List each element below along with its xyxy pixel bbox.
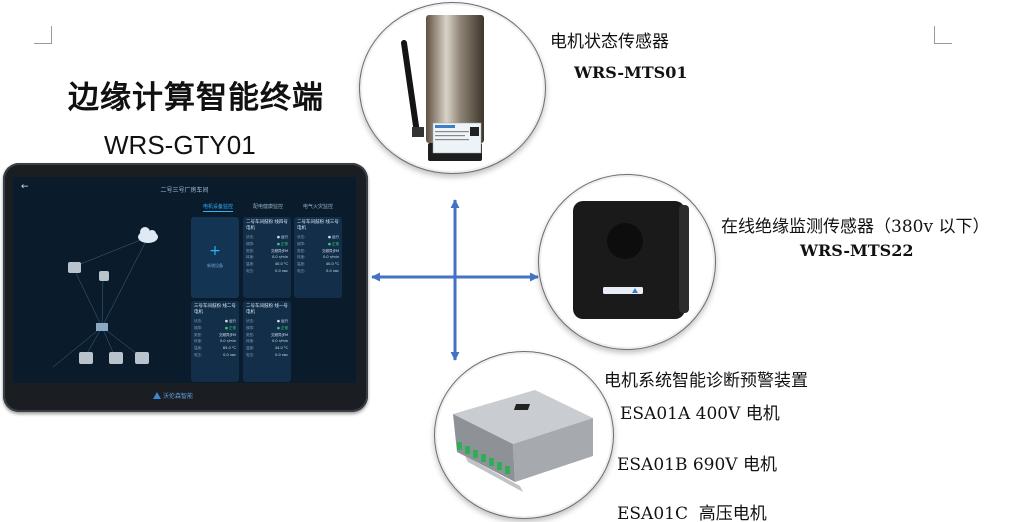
card-row: 温度:40.0 °C — [297, 262, 339, 267]
insulation-sensor-photo — [538, 174, 716, 350]
tab-fire-monitor[interactable]: 电气火灾监控 — [303, 204, 334, 210]
card-row: 电压:0.0 vac — [297, 268, 339, 273]
card-row: 状态:● 运行 — [194, 319, 236, 323]
edge-terminal-name: 边缘计算智能终端 — [68, 80, 324, 116]
insulation-sensor-name: 在线绝缘监测传感器（380v 以下） — [721, 217, 990, 237]
card-row: 电压:0.0 vac — [246, 268, 288, 273]
edge-terminal-model: WRS-GTY01 — [104, 130, 256, 160]
tab-motor-monitor[interactable]: 电机设备监控 — [203, 204, 234, 212]
motor-card[interactable]: 二号车间鼓粉 线一号电机 状态:● 运行 故障:● 正常 类型:交频异步M 转速… — [243, 301, 291, 382]
card-row: 故障:● 正常 — [297, 241, 339, 246]
motor-card[interactable]: 三号车间鼓粉 线二号电机 状态:● 运行 故障:● 正常 类型:交频异步M 转速… — [191, 301, 239, 382]
card-row: 转速:0.0 r/min — [246, 339, 288, 344]
card-row: 温度:44.0 °C — [246, 346, 288, 351]
card-row: 转速:0.0 r/min — [246, 255, 288, 260]
card-row: 转速:0.0 r/min — [297, 255, 339, 260]
card-row: 类型:交频异步M — [246, 248, 288, 253]
diagnostic-variant-b: ESA01B 690V 电机 — [617, 455, 777, 475]
card-row: 类型:交频异步M — [246, 332, 288, 337]
card-row: 温度:65.0 °C — [194, 346, 236, 351]
topology-diagram — [52, 227, 158, 368]
page-corner-mark-right — [934, 26, 952, 44]
motor-card-title: 三号车间鼓粉 线二号电机 — [194, 304, 236, 315]
motor-sensor-model: WRS-MTS01 — [574, 63, 688, 82]
card-row: 电压:0.0 vac — [194, 352, 236, 357]
card-row: 故障:● 正常 — [246, 241, 288, 246]
brand-logo: 沃伦森智能 — [153, 391, 193, 400]
brand-name: 沃伦森智能 — [163, 393, 194, 400]
motor-card-title: 二号车间鼓粉 线一号电机 — [246, 304, 288, 315]
screen-title: 二号三号厂房车间 — [160, 187, 209, 194]
motor-card[interactable]: 二号车间鼓粉 线三号电机 状态:● 运行 故障:● 正常 类型:交频异步M 转速… — [294, 217, 342, 298]
motor-sensor-photo — [359, 2, 546, 174]
add-device-card[interactable]: + 新增设备 — [191, 217, 239, 298]
motor-icon — [68, 262, 149, 364]
tablet-screen: ← 二号三号厂房车间 电机设备监控 配电健康监控 电气火灾监控 — [13, 177, 356, 383]
motor-card-title: 二号车间鼓粉 线四号电机 — [246, 220, 288, 231]
diagnostic-device — [453, 390, 593, 492]
card-row: 状态:● 运行 — [246, 319, 288, 323]
card-row: 类型:交频异步M — [194, 332, 236, 337]
card-row: 转速:0.0 r/min — [194, 339, 236, 344]
card-row: 状态:● 运行 — [297, 235, 339, 239]
add-device-label: 新增设备 — [207, 263, 223, 268]
diagnostic-device-photo — [434, 351, 614, 519]
diagnostic-device-name: 电机系统智能诊断预警装置 — [604, 371, 808, 391]
diagnostic-variant-a: ESA01A 400V 电机 — [620, 404, 780, 424]
motor-sensor-name: 电机状态传感器 — [550, 32, 669, 52]
brand-mark-icon — [153, 392, 161, 399]
card-row: 故障:● 正常 — [194, 325, 236, 330]
card-row: 故障:● 正常 — [246, 325, 288, 330]
tab-power-health[interactable]: 配电健康监控 — [253, 204, 284, 210]
motor-card[interactable]: 二号车间鼓粉 线四号电机 状态:● 运行 故障:● 正常 类型:交频异步M 转速… — [243, 217, 291, 298]
gateway-icon — [96, 323, 108, 331]
card-row: 温度:40.0 °C — [246, 262, 288, 267]
insulation-sensor-device — [573, 201, 689, 319]
insulation-sensor-model: WRS-MTS22 — [800, 241, 914, 260]
card-row: 状态:● 运行 — [246, 235, 288, 239]
card-row: 电压:0.0 vac — [246, 352, 288, 357]
cloud-icon — [138, 227, 158, 243]
diagnostic-variant-c: ESA01C 高压电机 — [617, 504, 767, 522]
edge-terminal-tablet: ← 二号三号厂房车间 电机设备监控 配电健康监控 电气火灾监控 — [3, 163, 368, 412]
motor-card-title: 二号车间鼓粉 线三号电机 — [297, 220, 339, 231]
motor-sensor-device — [401, 15, 484, 161]
back-arrow-icon[interactable]: ← — [21, 182, 29, 192]
plus-icon: + — [209, 243, 221, 259]
card-row: 类型:交频异步M — [297, 248, 339, 253]
page-corner-mark-left — [34, 26, 52, 44]
